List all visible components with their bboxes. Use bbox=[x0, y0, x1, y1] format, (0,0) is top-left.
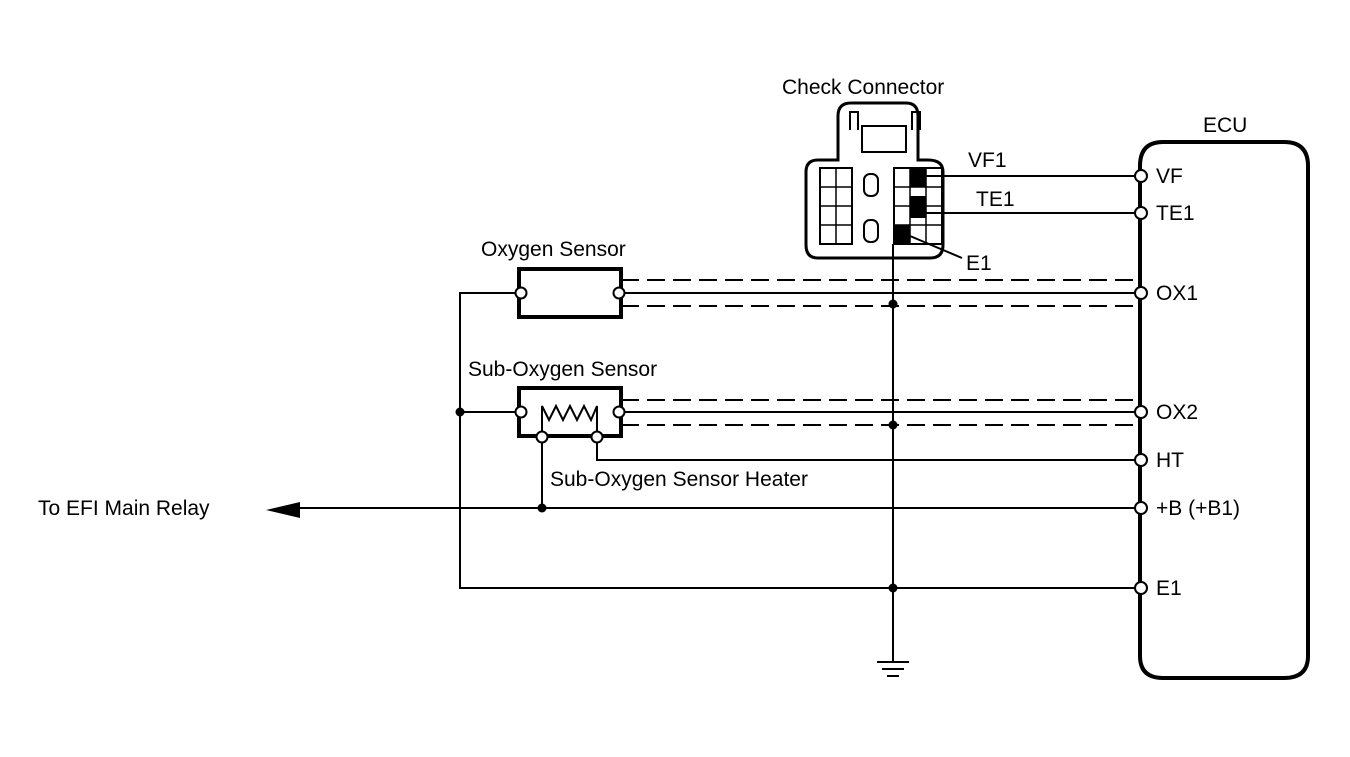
junction-dot bbox=[888, 420, 898, 430]
ecu-terminal-label-ox1: OX1 bbox=[1156, 282, 1198, 305]
oxygen-sensor-terminal bbox=[514, 286, 528, 300]
check-connector bbox=[804, 101, 945, 260]
junction-dot bbox=[455, 407, 465, 417]
sub-oxygen-sensor-terminal bbox=[514, 405, 528, 419]
arrow-left-icon bbox=[266, 502, 300, 518]
ecu-terminal-ht bbox=[1134, 453, 1148, 467]
sub-oxygen-sensor bbox=[517, 386, 623, 438]
ecu-terminal-e1 bbox=[1134, 581, 1148, 595]
sensor-ground-wire bbox=[459, 292, 1140, 589]
te1-label: TE1 bbox=[976, 188, 1015, 211]
ecu-terminal-label-e1: E1 bbox=[1156, 577, 1182, 600]
ecu-terminal-ox2 bbox=[1134, 405, 1148, 419]
junction-dot bbox=[888, 583, 898, 593]
e1-connector-label: E1 bbox=[966, 252, 992, 275]
oxygen-sensor-terminal bbox=[612, 286, 626, 300]
junction-dot bbox=[537, 503, 547, 513]
check-connector-label: Check Connector bbox=[782, 76, 944, 99]
heater-terminal bbox=[535, 430, 549, 444]
ecu-label: ECU bbox=[1203, 114, 1247, 137]
ecu-terminal-vf bbox=[1134, 169, 1148, 183]
ecu-terminal-te1 bbox=[1134, 206, 1148, 220]
sub-oxygen-sensor-terminal bbox=[612, 405, 626, 419]
vf1-label: VF1 bbox=[968, 149, 1007, 172]
ecu-terminal-plus-b bbox=[1134, 501, 1148, 515]
ecu-terminal-ox1 bbox=[1134, 286, 1148, 300]
ecu-unit bbox=[1138, 140, 1310, 680]
junction-dot bbox=[888, 299, 898, 309]
ecu-terminal-label-te1: TE1 bbox=[1156, 202, 1195, 225]
to-efi-main-relay-label: To EFI Main Relay bbox=[38, 497, 210, 520]
sub-oxygen-sensor-label: Sub-Oxygen Sensor bbox=[468, 358, 657, 381]
ecu-terminal-label-plus-b: +B (+B1) bbox=[1156, 497, 1240, 520]
e1-leader-line bbox=[909, 235, 963, 259]
heater-element-icon bbox=[541, 403, 598, 437]
sub-oxygen-sensor-heater-label: Sub-Oxygen Sensor Heater bbox=[550, 468, 808, 491]
oxygen-sensor bbox=[517, 267, 623, 319]
ecu-terminal-label-ht: HT bbox=[1156, 449, 1184, 472]
ecu-terminal-label-vf: VF bbox=[1156, 165, 1183, 188]
heater-terminal bbox=[590, 430, 604, 444]
oxygen-sensor-label: Oxygen Sensor bbox=[481, 238, 626, 261]
ground-icon bbox=[877, 661, 909, 677]
ht-wire bbox=[596, 437, 1140, 461]
ecu-terminal-label-ox2: OX2 bbox=[1156, 401, 1198, 424]
